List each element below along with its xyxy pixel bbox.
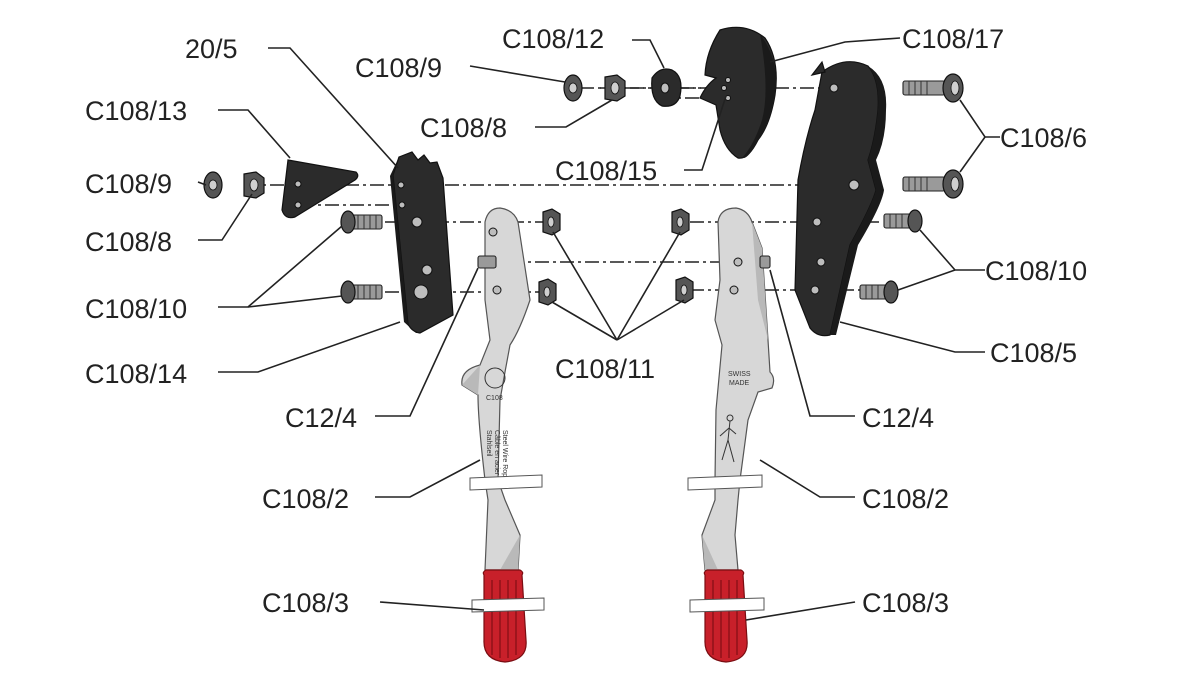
left-handle-model-stamp: C108 [486,395,503,402]
nut-c108-11-d [675,276,694,304]
label-c12-4-right: C12/4 [862,403,934,433]
screw-c108-10-right-upper [883,209,923,233]
pin-c12-4-right [759,255,771,269]
label-c108-10-right: C108/10 [985,256,1087,286]
nut-c108-11-a [542,208,561,236]
pin-c12-4-left [477,255,497,269]
label-c108-3-right: C108/3 [862,588,949,618]
label-c12-4-left: C12/4 [285,403,357,433]
label-c108-11: C108/11 [555,354,655,384]
label-c108-8-top: C108/8 [420,113,507,143]
label-c108-5: C108/5 [990,338,1077,368]
figure-engraving [719,414,737,463]
left-handle-stamp-2: Câble en acier [493,430,500,476]
label-c108-9-top: C108/9 [355,53,442,83]
label-20-5: 20/5 [185,34,238,64]
screw-c108-10-left-lower [340,280,383,304]
grip-c108-3-right [689,569,765,663]
label-c108-12: C108/12 [502,24,604,54]
label-c108-14: C108/14 [85,359,187,389]
label-c108-2-left: C108/2 [262,484,349,514]
handle-c108-2-right: SWISS MADE [687,207,775,571]
label-c108-6: C108/6 [1000,123,1087,153]
bolt-c108-6-lower [902,169,964,199]
label-c108-9-left: C108/9 [85,169,172,199]
washer-c108-8-top [604,74,626,102]
label-c108-15: C108/15 [555,156,657,186]
screw-c108-10-right-lower [859,280,899,304]
triangle-plate-c108-13 [281,159,359,219]
cam-c108-12 [651,68,682,107]
bolt-c108-6-upper [902,73,964,103]
label-c108-2-right: C108/2 [862,484,949,514]
nut-c108-11-c [671,208,690,236]
nut-c108-9-top [563,74,583,102]
part-labels: 20/5 C108/13 C108/9 C108/8 C108/10 C108/… [85,24,1087,618]
grip-c108-3-left [471,569,545,663]
label-c108-17: C108/17 [902,24,1004,54]
nut-c108-9-left [203,171,223,199]
handle-c108-2-left: C108 Steel Wire Rope Câble en acier Stah… [461,207,543,571]
right-handle-stamp-2: MADE [729,380,750,387]
label-c108-10-left: C108/10 [85,294,187,324]
assembly-axes [245,87,880,293]
left-handle-stamp-1: Steel Wire Rope [501,430,508,481]
right-handle-stamp-1: SWISS [728,371,751,378]
label-c108-13: C108/13 [85,96,187,126]
label-c108-8-left: C108/8 [85,227,172,257]
nut-c108-11-b [538,278,557,306]
washer-c108-8-left [243,171,265,199]
left-handle-stamp-3: Stahlseil [485,430,492,457]
screw-c108-10-left-upper [340,210,383,234]
side-plate-c108-14 [392,151,454,334]
leader-lines [197,37,1000,621]
label-c108-3-left: C108/3 [262,588,349,618]
